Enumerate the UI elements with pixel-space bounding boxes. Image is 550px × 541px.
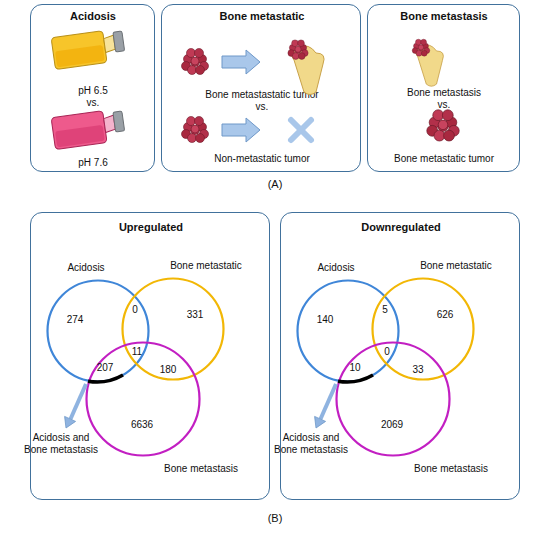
condition-label: pH 6.5 vs. (73, 85, 113, 109)
set-label: Bone metastatic (151, 260, 261, 272)
comparison-label: Bone metastasis vs. (404, 87, 484, 111)
panel-heading: Acidosis (33, 10, 153, 23)
panel-box: Acidosis pH 6.5 vs. pH 7.6 (30, 4, 155, 172)
venn-count: 11 (117, 346, 157, 358)
panel-box: UpregulatedAcidosis Bone metastaticBone m… (30, 212, 270, 500)
set-label: Bone metastatic (401, 260, 511, 272)
venn-count: 626 (425, 309, 465, 321)
progression-arrow (222, 118, 260, 142)
venn-circle-outline (337, 343, 450, 456)
venn-count: 5 (365, 304, 405, 316)
condition-label: pH 7.6 (53, 157, 133, 169)
callout-arrow-head (65, 416, 76, 428)
venn-count: 0 (367, 346, 407, 358)
panel-heading: Downregulated (301, 221, 501, 234)
venn-circle-outline (296, 279, 400, 383)
flask-body (51, 111, 107, 150)
callout-arrow-shaft (321, 384, 337, 419)
venn-circle-outline (48, 281, 149, 382)
venn-circle-outline (335, 341, 451, 457)
primary-tumor (182, 117, 209, 143)
panel-box: Bone metastasisBone metastasis vs. Bone m… (367, 4, 520, 172)
bone-tumor (288, 40, 308, 60)
flask-neck (103, 35, 115, 52)
flask-medium (55, 45, 105, 68)
set-label: Acidosis (41, 262, 131, 274)
flask-neck (103, 115, 115, 132)
comparison-label: Bone metastastatic tumor vs. (202, 89, 322, 113)
venn-circle: Bone metastasis (335, 341, 451, 457)
venn-circle-outline (123, 279, 224, 380)
panel-heading: Bone metastasis (369, 10, 519, 23)
panel-box: DownregulatedAcidosisBone metastaticBone… (280, 212, 520, 500)
venn-circle-outline (85, 341, 201, 457)
callout-arrow-shaft (71, 384, 87, 419)
bone-symbol (291, 46, 324, 95)
callout-label: Acidosis and Bone metastasis (271, 432, 351, 456)
venn-count: 331 (175, 309, 215, 321)
acidic-flask (51, 28, 126, 70)
callout-label: Acidosis and Bone metastasis (21, 432, 101, 456)
panel-heading: Bone metastatic (167, 10, 357, 23)
venn-count: 140 (305, 314, 345, 326)
bone-symbol (415, 45, 443, 86)
venn-circle-outline (87, 343, 200, 456)
progression-arrow (222, 50, 260, 74)
no-metastasis-cross (291, 120, 311, 140)
venn-count: 2069 (372, 419, 412, 431)
venn-count: 0 (115, 304, 155, 316)
venn-count: 180 (148, 364, 188, 376)
venn-circle: Acidosis (296, 279, 400, 383)
comparison-label: Bone metastatic tumor (372, 153, 517, 165)
venn-count: 207 (85, 362, 125, 374)
panel-letter: (A) (255, 178, 295, 191)
panel-letter: (B) (255, 512, 295, 525)
venn-count: 274 (55, 314, 95, 326)
set-label: Bone metastasis (396, 463, 506, 475)
venn-count: 33 (398, 364, 438, 376)
venn-circle: Bone metastasis (85, 341, 201, 457)
no-metastasis-cross (291, 120, 311, 140)
flask-cap (113, 111, 125, 132)
venn-count: 10 (335, 362, 375, 374)
panel-heading: Upregulated (51, 221, 251, 234)
bone-tumor (412, 39, 430, 56)
flask-medium (55, 125, 105, 148)
panel-box: Bone metastaticBone metastastatic tumor … (161, 4, 361, 172)
set-label: Acidosis (291, 262, 381, 274)
venn-count: 6636 (122, 419, 162, 431)
primary-tumor (427, 110, 459, 141)
comparison-label: Non-metastatic tumor (172, 153, 352, 165)
neutral-flask (51, 108, 126, 150)
set-label: Bone metastasis (146, 463, 256, 475)
callout-arrow-head (315, 416, 326, 428)
flask-body (51, 31, 107, 70)
primary-tumor (182, 49, 209, 75)
venn-circle-outline (373, 279, 474, 380)
flask-cap (113, 31, 125, 52)
